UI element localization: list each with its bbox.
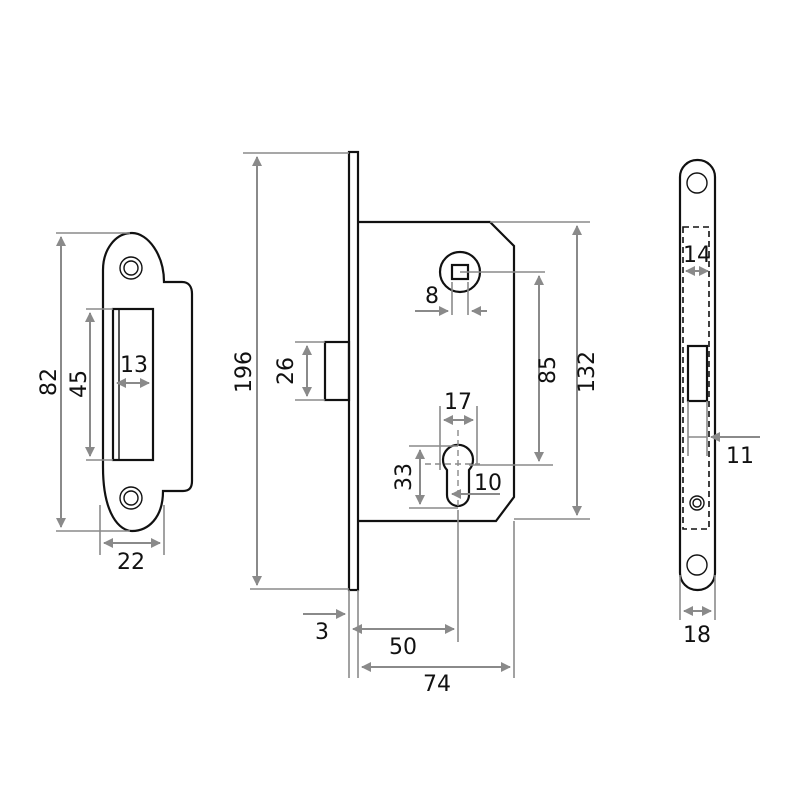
faceplate-thickness-label: 3 — [315, 620, 329, 645]
lock-body: 196 26 8 85 132 17 33 10 — [232, 150, 600, 697]
mortise-outline-dashed — [682, 226, 710, 530]
cylinder-keyhole-icon — [441, 443, 475, 508]
faceplate-side — [347, 150, 360, 592]
faceplate-front: 14 11 18 — [678, 158, 760, 648]
latch-height-label: 26 — [274, 357, 299, 385]
lock-case — [358, 220, 516, 523]
bottom-screw-hole-icon — [686, 554, 708, 576]
bottom-screw-hole-icon — [119, 486, 143, 510]
top-screw-hole-icon — [119, 256, 143, 280]
strike-width-label: 22 — [117, 550, 145, 575]
body-depth-label: 74 — [423, 672, 451, 697]
strike-height-label: 82 — [37, 368, 62, 396]
body-height-label: 132 — [575, 351, 600, 393]
latch-offset-label: 11 — [726, 444, 754, 469]
backset-label: 50 — [389, 635, 417, 660]
cylinder-bottom-width-label: 10 — [474, 471, 502, 496]
latch-opening — [686, 344, 709, 403]
strike-slot-width-label: 13 — [120, 353, 148, 378]
strike-slot-height-label: 45 — [67, 370, 92, 398]
faceplate-height-label: 196 — [232, 351, 257, 393]
strike-slot — [111, 307, 155, 462]
faceplate-front-outline — [678, 158, 717, 592]
cylinder-width-label: 17 — [444, 390, 472, 415]
latch-bolt — [323, 340, 351, 402]
cylinder-height-label: 33 — [392, 463, 417, 491]
inner-width-label: 14 — [683, 243, 711, 268]
strike-plate-outline — [101, 231, 194, 533]
faceplate-width-label: 18 — [683, 623, 711, 648]
spindle-to-cylinder-label: 85 — [536, 356, 561, 384]
top-screw-hole-icon — [686, 172, 708, 194]
spindle-square-label: 8 — [425, 284, 439, 309]
small-screw-icon — [689, 495, 705, 511]
strike-plate: 82 45 13 22 — [37, 231, 194, 575]
